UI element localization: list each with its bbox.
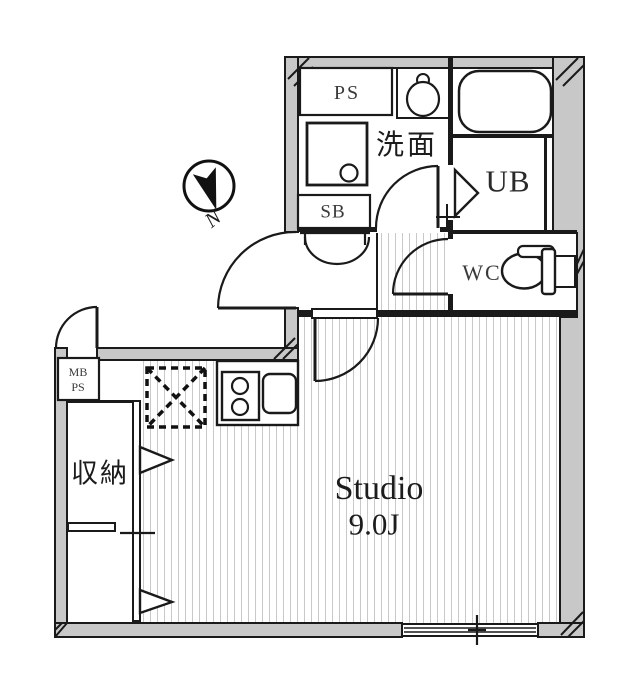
room-label-washroom: 洗面 [375,130,439,161]
closet-door-swing-arrow [138,588,176,615]
room-label-meter-box: MB PS [69,365,88,395]
wall-junction-mark [436,204,460,231]
wall-bottom-left-segment [54,622,403,638]
bathtub-icon [457,69,553,134]
studio-door [311,308,380,383]
shoe-box [296,193,372,230]
kitchen-sink-icon [261,372,298,415]
room-label-shoe-box: SB [320,201,346,223]
washing-machine-pan-icon [305,121,369,187]
pipe-space-box [298,66,394,117]
meter-box-line1: MB [68,365,88,379]
meter-box-door [54,305,99,349]
wall-top-lower [96,347,299,361]
closet-door-swing-arrow [138,445,176,475]
washbasin-icon [396,68,448,119]
room-label-unit-bath: UB [485,163,531,199]
toilet-icon [500,244,576,296]
stove-icon [220,370,261,422]
kitchen-counter [215,359,300,427]
shoe-box-doors [300,231,371,266]
refrigerator-space [145,366,207,429]
closet-doors [67,400,176,622]
meter-box [56,356,101,402]
washroom-door [374,164,440,229]
genkan-step-line [376,233,378,310]
room-label-wc: WC [462,260,502,285]
room-label-ps: PS [333,82,361,104]
window [401,615,539,645]
compass-icon [182,159,236,213]
room-label-studio-size: 9.0J [348,506,400,542]
room-label-studio: Studio [334,470,424,507]
wc-door [391,237,449,296]
wall-top-upper [284,56,585,69]
closet-shelf [67,522,116,532]
floor-stripes [143,233,560,623]
bath-door-icon [453,167,480,219]
entrance-door [216,230,297,310]
meter-box-line2: PS [71,380,85,394]
room-label-closet: 収納 [71,458,129,489]
